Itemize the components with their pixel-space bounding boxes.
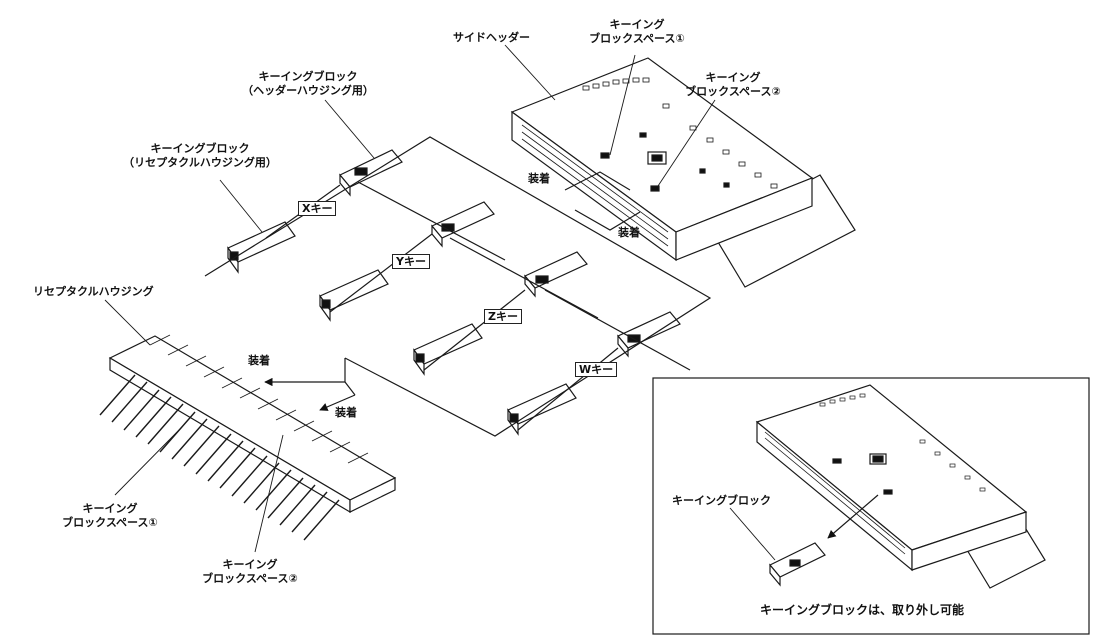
keying-block-header-z — [524, 251, 588, 298]
mount-label-1: 装着 — [528, 172, 550, 185]
receptacle-keying-space-1-line2: ブロックスペース① — [62, 516, 158, 529]
header-keying-space-2-line2: ブロックスペース② — [685, 85, 781, 98]
mount-label-3: 装着 — [248, 354, 270, 367]
keying-block-header-label: キーイングブロック （ヘッダーハウジング用） — [228, 70, 388, 98]
receptacle-keying-space-2-label: キーイング ブロックスペース② — [185, 558, 315, 586]
x-key-label: Xキー — [298, 201, 337, 216]
w-key-label: Wキー — [575, 362, 618, 377]
z-key-label: Zキー — [484, 309, 522, 324]
inset-caption: キーイングブロックは、取り外し可能 — [760, 603, 965, 617]
receptacle-housing-label: リセプタクルハウジング — [33, 285, 154, 298]
receptacle-keying-space-2-line2: ブロックスペース② — [202, 572, 298, 585]
mount-label-4: 装着 — [335, 406, 357, 419]
receptacle-keying-space-1-label: キーイング ブロックスペース① — [45, 502, 175, 530]
frame-lines — [204, 136, 712, 437]
receptacle-keying-space-2-line1: キーイング — [222, 558, 278, 571]
keying-block-receptacle-x — [227, 221, 296, 274]
keying-block-receptacle-w — [507, 383, 577, 436]
keying-block-receptacle-z — [413, 323, 483, 376]
keying-block-receptacle-line2: （リセプタクルハウジング用） — [123, 156, 277, 169]
inset-keying-block-label: キーイングブロック — [672, 494, 771, 507]
header-keying-space-2-label: キーイング ブロックスペース② — [668, 71, 798, 99]
keying-block-receptacle-y — [319, 269, 389, 322]
header-keying-space-1-line1: キーイング — [609, 18, 665, 31]
keying-block-receptacle-label: キーイングブロック （リセプタクルハウジング用） — [100, 142, 300, 170]
mount-arrows — [264, 358, 356, 411]
mount-label-2: 装着 — [618, 226, 640, 239]
keying-block-header-x — [339, 149, 403, 197]
header-keying-space-1-line2: ブロックスペース① — [589, 32, 685, 45]
keying-block-header-w — [617, 311, 681, 358]
header-keying-space-2-line1: キーイング — [705, 71, 761, 84]
y-key-label: Yキー — [392, 254, 430, 269]
keying-block-receptacle-line1: キーイングブロック — [150, 142, 250, 155]
receptacle-keying-space-1-line1: キーイング — [82, 502, 138, 515]
receptacle-housing-connector — [99, 334, 397, 541]
header-keying-space-1-label: キーイング ブロックスペース① — [572, 18, 702, 46]
leader-lines — [104, 44, 716, 553]
inset-panel — [652, 377, 1090, 635]
keying-block-header-line2: （ヘッダーハウジング用） — [242, 84, 374, 97]
keying-block-header-y — [431, 201, 495, 248]
side-header-connector — [510, 57, 856, 288]
side-header-label: サイドヘッダー — [453, 31, 530, 44]
keying-block-header-line1: キーイングブロック — [258, 70, 358, 83]
